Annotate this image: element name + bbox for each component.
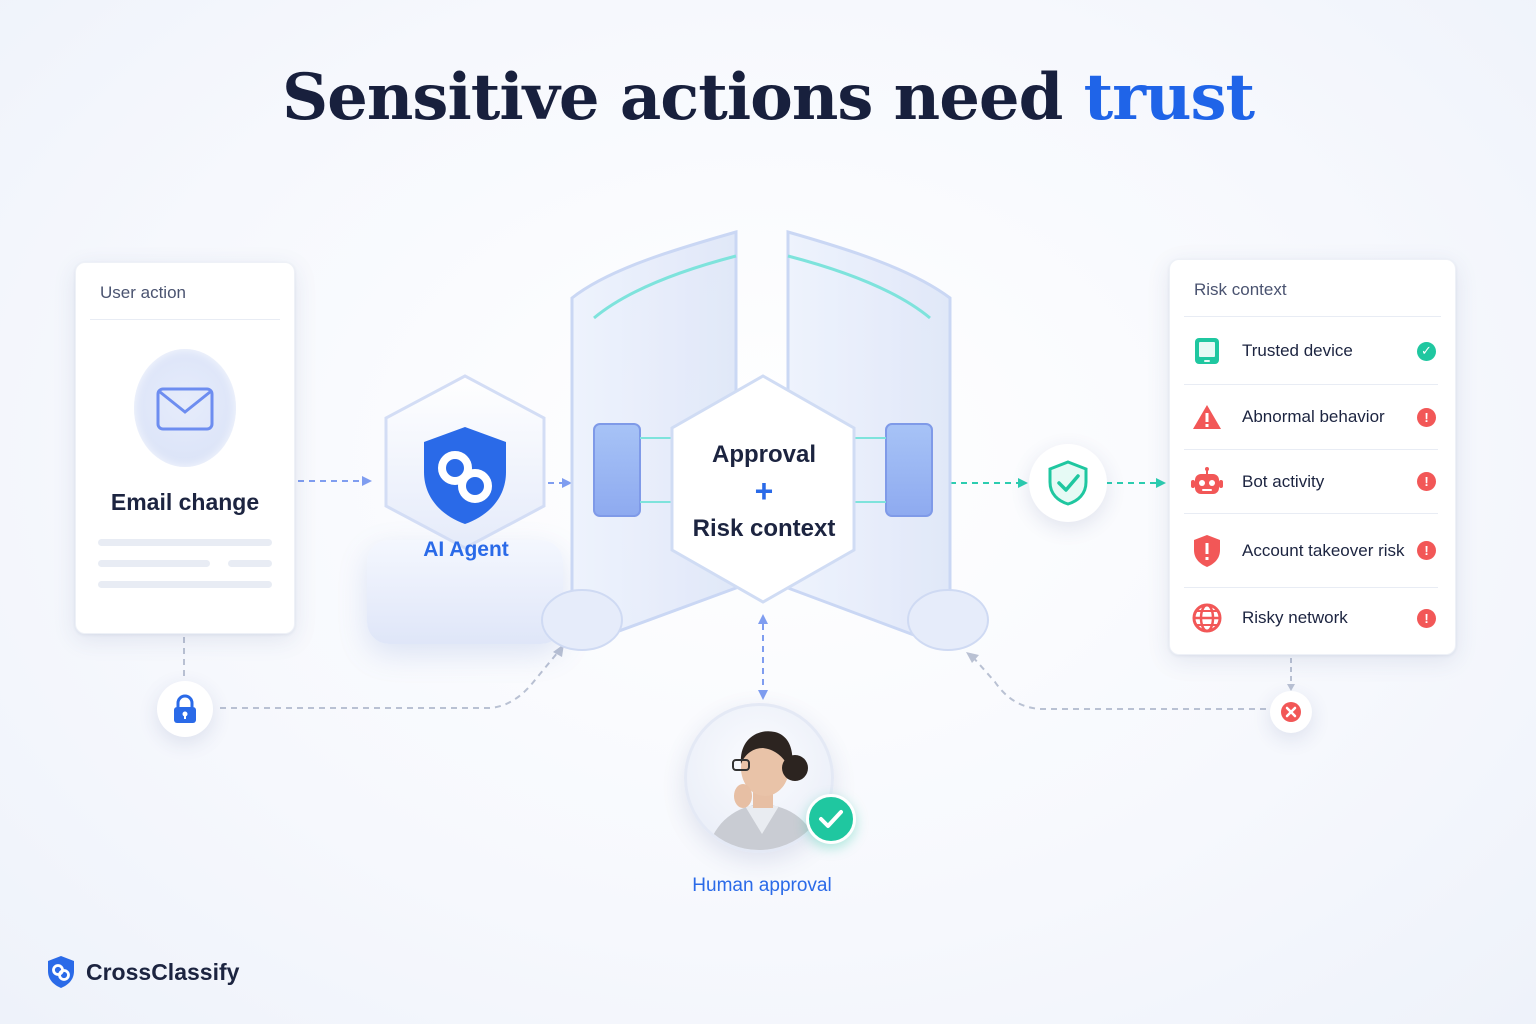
- risk-context-header: Risk context: [1184, 260, 1441, 317]
- user-action-header: User action: [90, 263, 280, 320]
- risk-item: Trusted device ✓: [1184, 318, 1438, 385]
- user-action-card: User action Email change: [75, 262, 295, 634]
- check-icon: [818, 809, 844, 829]
- risk-item-label: Account takeover risk: [1242, 540, 1417, 562]
- plus-sign: +: [676, 473, 852, 510]
- mail-icon: [156, 387, 214, 431]
- alert-circle-icon: !: [1417, 408, 1436, 427]
- risk-item: Risky network !: [1184, 588, 1438, 648]
- robot-icon: [1190, 465, 1224, 499]
- brand-logo-icon: [46, 955, 76, 989]
- title-main: Sensitive actions need: [282, 60, 1084, 135]
- risk-item: Account takeover risk !: [1184, 514, 1438, 588]
- agent-shield-icon: [418, 424, 512, 526]
- approval-line2: Risk context: [693, 515, 836, 542]
- shield-check-icon: [1047, 460, 1089, 506]
- lock-badge: [157, 681, 213, 737]
- verified-badge: [1029, 444, 1107, 522]
- x-circle-icon: [1280, 701, 1302, 723]
- risk-context-card: Risk context Trusted device ✓ Abnormal b…: [1169, 259, 1456, 655]
- title-accent: trust: [1084, 60, 1254, 135]
- risk-item: Abnormal behavior !: [1184, 385, 1438, 450]
- placeholder-line: [98, 581, 272, 588]
- human-approval-label: Human approval: [660, 875, 864, 897]
- approved-check-badge: [806, 794, 856, 844]
- placeholder-line: [98, 560, 210, 567]
- page-title: Sensitive actions need trust: [0, 60, 1536, 135]
- placeholder-line: [228, 560, 272, 567]
- tablet-icon: [1190, 334, 1224, 368]
- alert-circle-icon: !: [1417, 472, 1436, 491]
- risk-item-label: Bot activity: [1242, 471, 1417, 493]
- alert-circle-icon: !: [1417, 541, 1436, 560]
- brand-name: CrossClassify: [86, 959, 239, 986]
- alert-circle-icon: !: [1417, 609, 1436, 628]
- check-circle-icon: ✓: [1417, 342, 1436, 361]
- brand: CrossClassify: [46, 955, 239, 989]
- mail-badge: [134, 349, 236, 467]
- risk-item-label: Abnormal behavior: [1242, 406, 1417, 428]
- email-change-label: Email change: [76, 489, 294, 516]
- globe-icon: [1190, 601, 1224, 635]
- agent-label: AI Agent: [380, 538, 552, 562]
- warning-icon: [1190, 400, 1224, 434]
- reject-badge: [1270, 691, 1312, 733]
- risk-item: Bot activity !: [1184, 450, 1438, 514]
- risk-item-label: Risky network: [1242, 607, 1417, 629]
- lock-icon: [171, 694, 199, 724]
- approval-text: Approval + Risk context: [676, 436, 852, 547]
- risk-item-label: Trusted device: [1242, 340, 1417, 362]
- approval-line1: Approval: [712, 441, 816, 468]
- placeholder-line: [98, 539, 272, 546]
- shield-alert-icon: [1190, 534, 1224, 568]
